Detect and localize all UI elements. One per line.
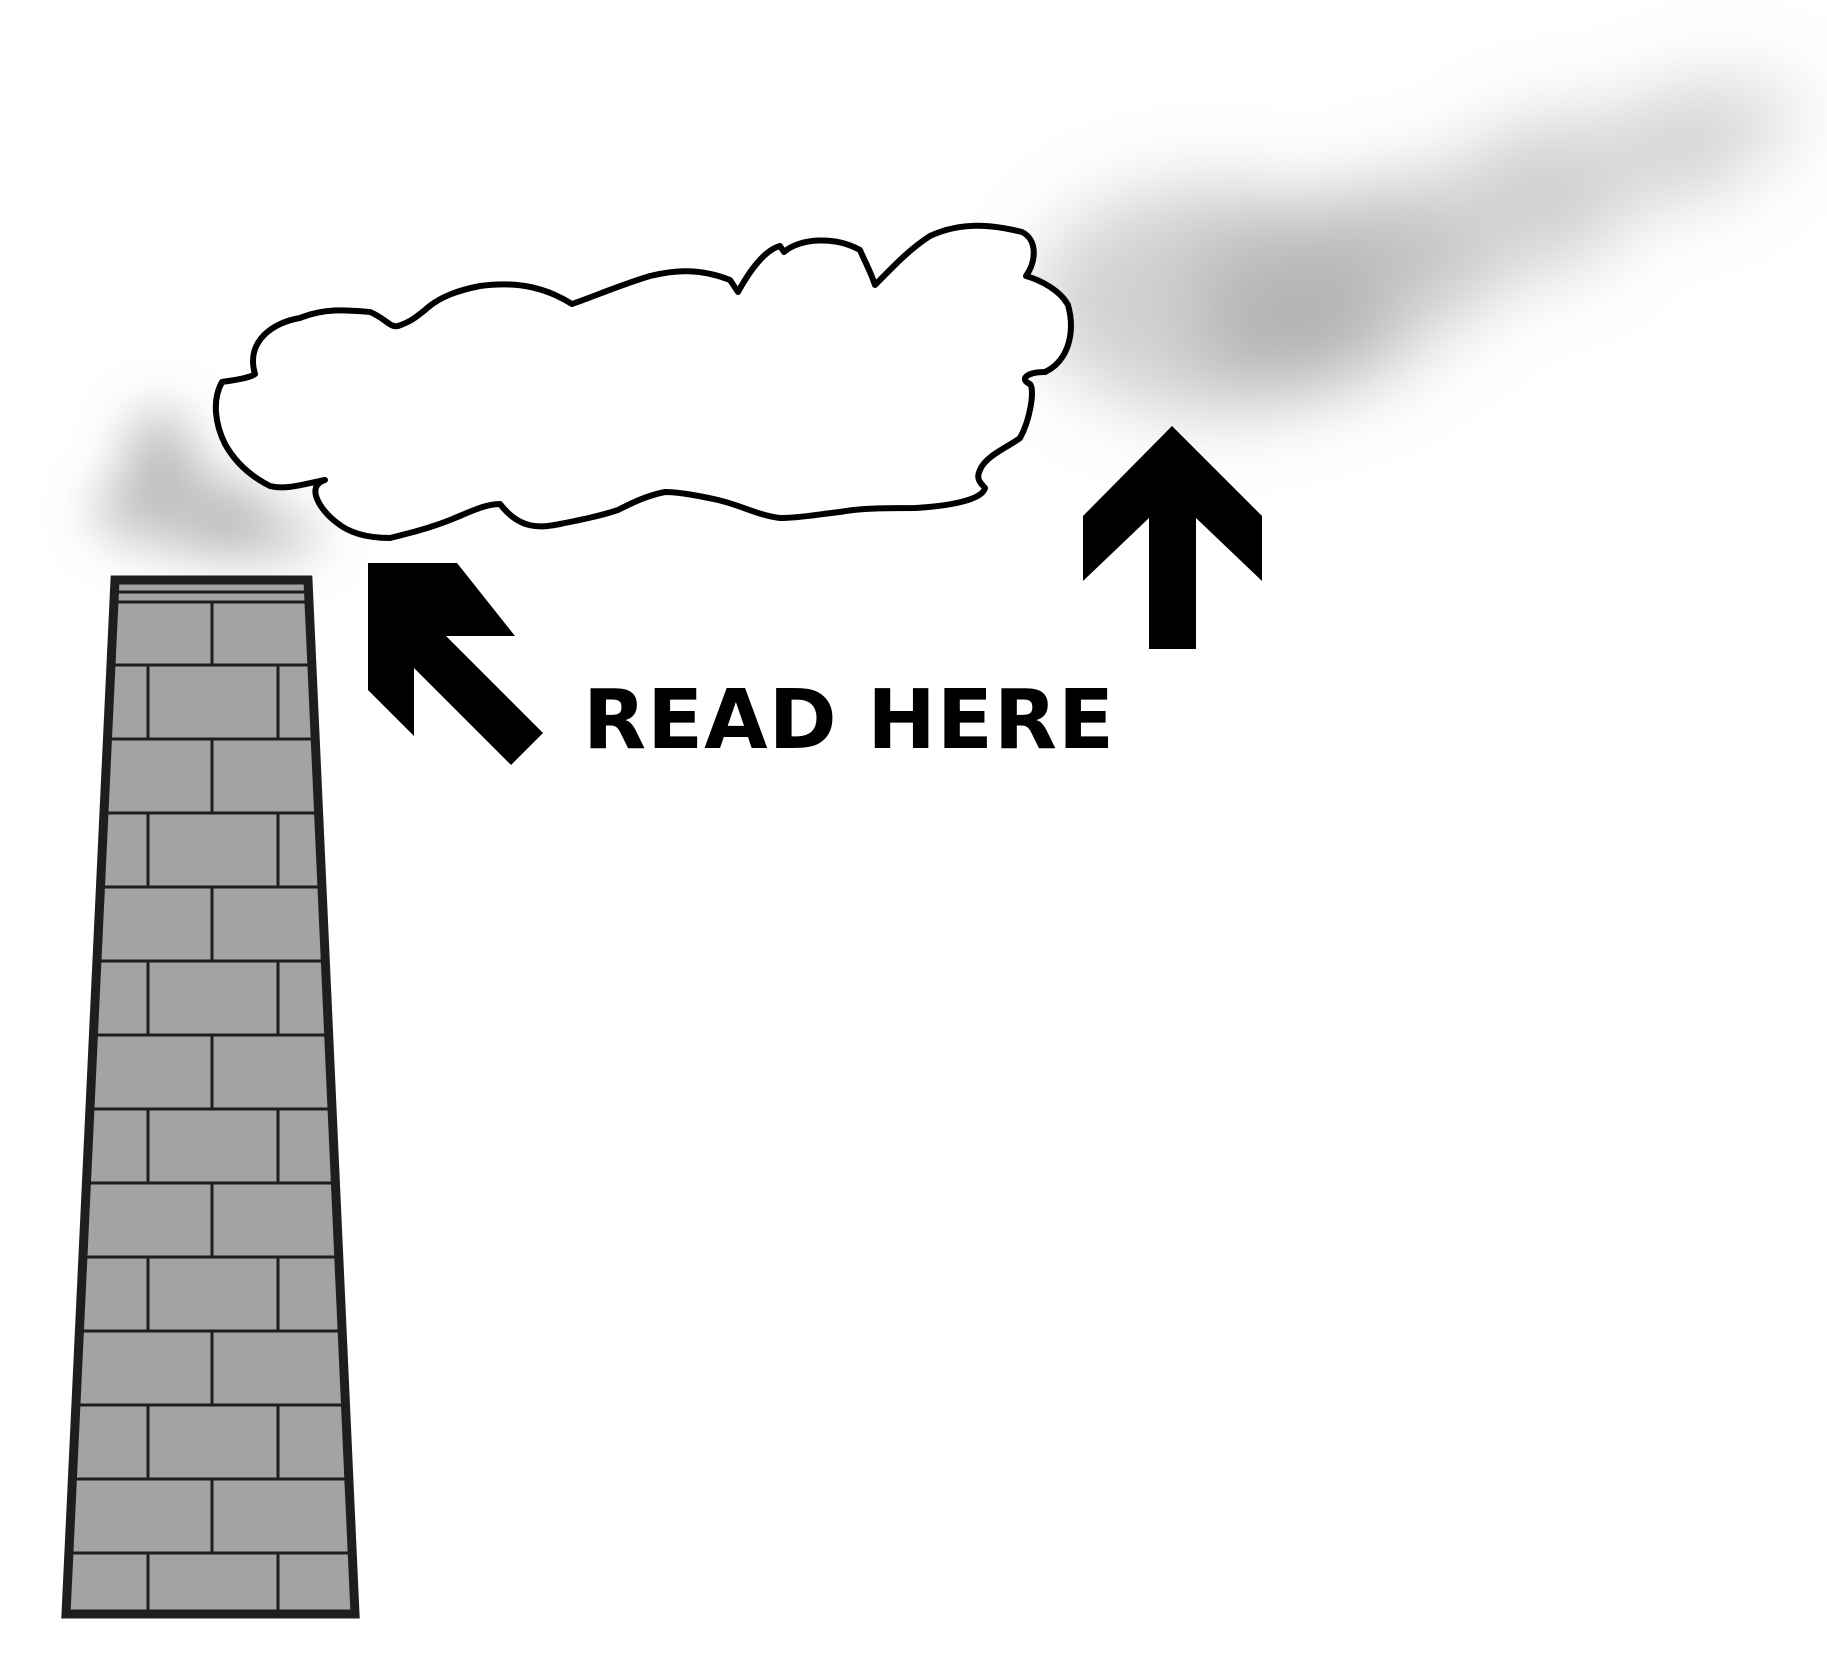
read-here-label: READ HERE	[583, 673, 1116, 768]
arrow-up-icon	[1083, 426, 1262, 649]
cloud-outline-icon	[212, 222, 1074, 541]
smoke-plume	[1035, 77, 1810, 415]
chimney-icon	[61, 575, 360, 1619]
chimney-smoke	[90, 407, 325, 563]
arrow-up-left-icon	[368, 563, 543, 765]
